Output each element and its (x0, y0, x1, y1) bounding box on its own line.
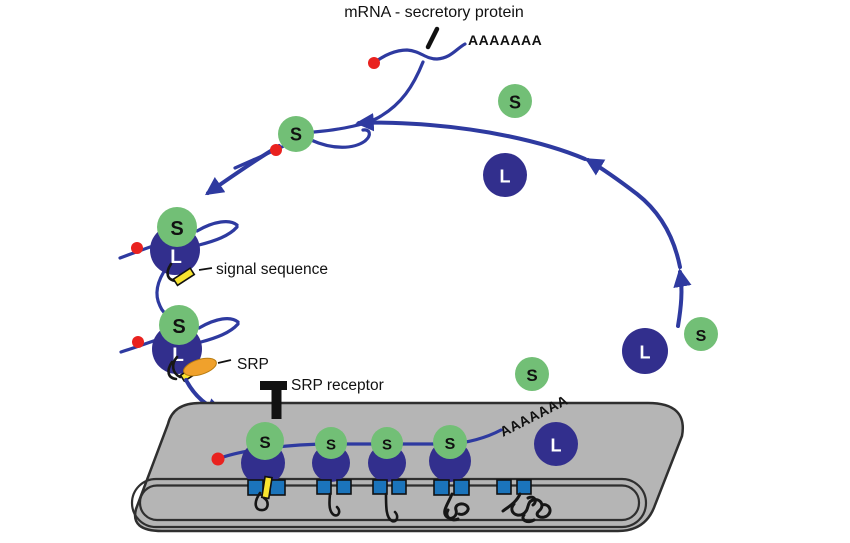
mrna-loop-complex1-a (195, 220, 239, 233)
mrna-loop-complex2-a (197, 317, 240, 330)
small-subunit-complex2 (159, 305, 199, 345)
translocon-4-left (433, 479, 450, 496)
small-subunit-letter: S (445, 436, 456, 453)
er-polysome-small-subunits: S S S S (246, 422, 467, 460)
translocon-1-right (269, 479, 286, 496)
small-subunit-letter: S (170, 218, 183, 240)
small-subunit-letter: S (290, 124, 302, 144)
poly-a-tail-top: AAAAAAA (468, 32, 542, 48)
large-subunit-letter: L (640, 342, 651, 362)
nascent-chain-er-3 (384, 492, 399, 523)
small-subunit-letter: S (696, 328, 707, 345)
five-prime-cap-complex1 (131, 242, 143, 254)
small-subunit-free-mid (515, 357, 549, 391)
mrna-tail-scanning (233, 141, 292, 170)
translocon-3-right (391, 479, 407, 495)
srp-receptor-label: SRP receptor (291, 377, 384, 394)
small-subunit-free-top (498, 84, 532, 118)
translocon-5-left (496, 479, 512, 495)
mrna-hook-scanning (309, 128, 371, 149)
diagram-title: mRNA - secretory protein (344, 4, 524, 21)
srp-receptor-icon-stem (271, 381, 282, 419)
mrna-break-mark (425, 26, 440, 50)
large-subunit-released-er (534, 422, 578, 466)
mrna-top (312, 26, 467, 134)
small-subunit-scanning (278, 116, 314, 152)
mrna-loop-complex2-b (199, 322, 240, 344)
large-subunit-letter: L (551, 435, 562, 455)
folded-protein-lumen-knot (521, 495, 537, 524)
er-membrane (130, 401, 685, 533)
nascent-chain-complex2 (167, 360, 178, 381)
cycle-arrow-top-leftward (355, 112, 587, 161)
five-prime-cap-complex2 (132, 336, 144, 348)
small-subunit-complex1 (157, 207, 197, 247)
srp-label: SRP (237, 356, 269, 373)
large-subunit-free-right (622, 328, 668, 374)
small-subunit-er-3 (371, 427, 403, 459)
small-subunit-letter: S (526, 366, 537, 385)
small-subunit-letter: S (172, 316, 185, 338)
translocating-chains (254, 475, 552, 524)
translocons (247, 479, 532, 496)
srp-particle (183, 357, 217, 377)
free-subunits: S L S L S (483, 84, 718, 391)
nascent-chain-er-4-knot (445, 508, 460, 522)
large-subunit-free-top (483, 153, 527, 197)
ribosome-complex-signal: S L signal sequence (118, 207, 328, 320)
small-subunit-er-4 (433, 425, 467, 459)
signal-sequence-label: signal sequence (216, 261, 328, 278)
small-subunit-er-2 (315, 427, 347, 459)
small-subunit-letter: S (259, 433, 270, 452)
srp-receptor: SRP receptor (260, 377, 384, 419)
translocon-3-left (372, 479, 388, 495)
mrna-strand-branch (312, 60, 425, 134)
er-membrane-surface (133, 401, 685, 533)
srp-pointer (217, 359, 232, 364)
small-subunit-letter: S (326, 436, 336, 453)
translocon-2-left (316, 479, 332, 495)
mrna-strand-top (372, 42, 467, 65)
cycle-arrow-up-right-lower (673, 268, 692, 328)
five-prime-cap-top (368, 57, 380, 69)
five-prime-cap-er (211, 452, 225, 466)
signal-sequence (172, 267, 196, 287)
translocon-5-right (516, 479, 532, 495)
nascent-chain-er-2 (328, 492, 341, 517)
small-subunit-er-1 (246, 422, 284, 460)
large-subunit-letter: L (500, 166, 511, 186)
small-subunit-letter: S (509, 92, 521, 112)
small-subunit-free-right (684, 317, 718, 351)
translocon-2-right (336, 479, 352, 495)
nascent-chain-er-1 (254, 491, 269, 512)
nascent-chain-er-4 (443, 492, 470, 520)
small-subunit-letter: S (382, 436, 392, 453)
nascent-chain-complex2-loop (171, 355, 182, 379)
ribosome-complex-srp: S L SRP (119, 305, 269, 383)
cycle-arrow-up-right-upper (584, 158, 682, 269)
large-subunit-letter: L (170, 247, 182, 268)
translocon-4-right (453, 479, 470, 496)
folded-protein-lumen (501, 492, 552, 519)
scanning-ribosome: S (233, 116, 371, 170)
five-prime-cap-scanning (270, 144, 282, 156)
signal-sequence-pointer (198, 267, 213, 271)
mrna-loop-complex1-b (197, 225, 239, 247)
